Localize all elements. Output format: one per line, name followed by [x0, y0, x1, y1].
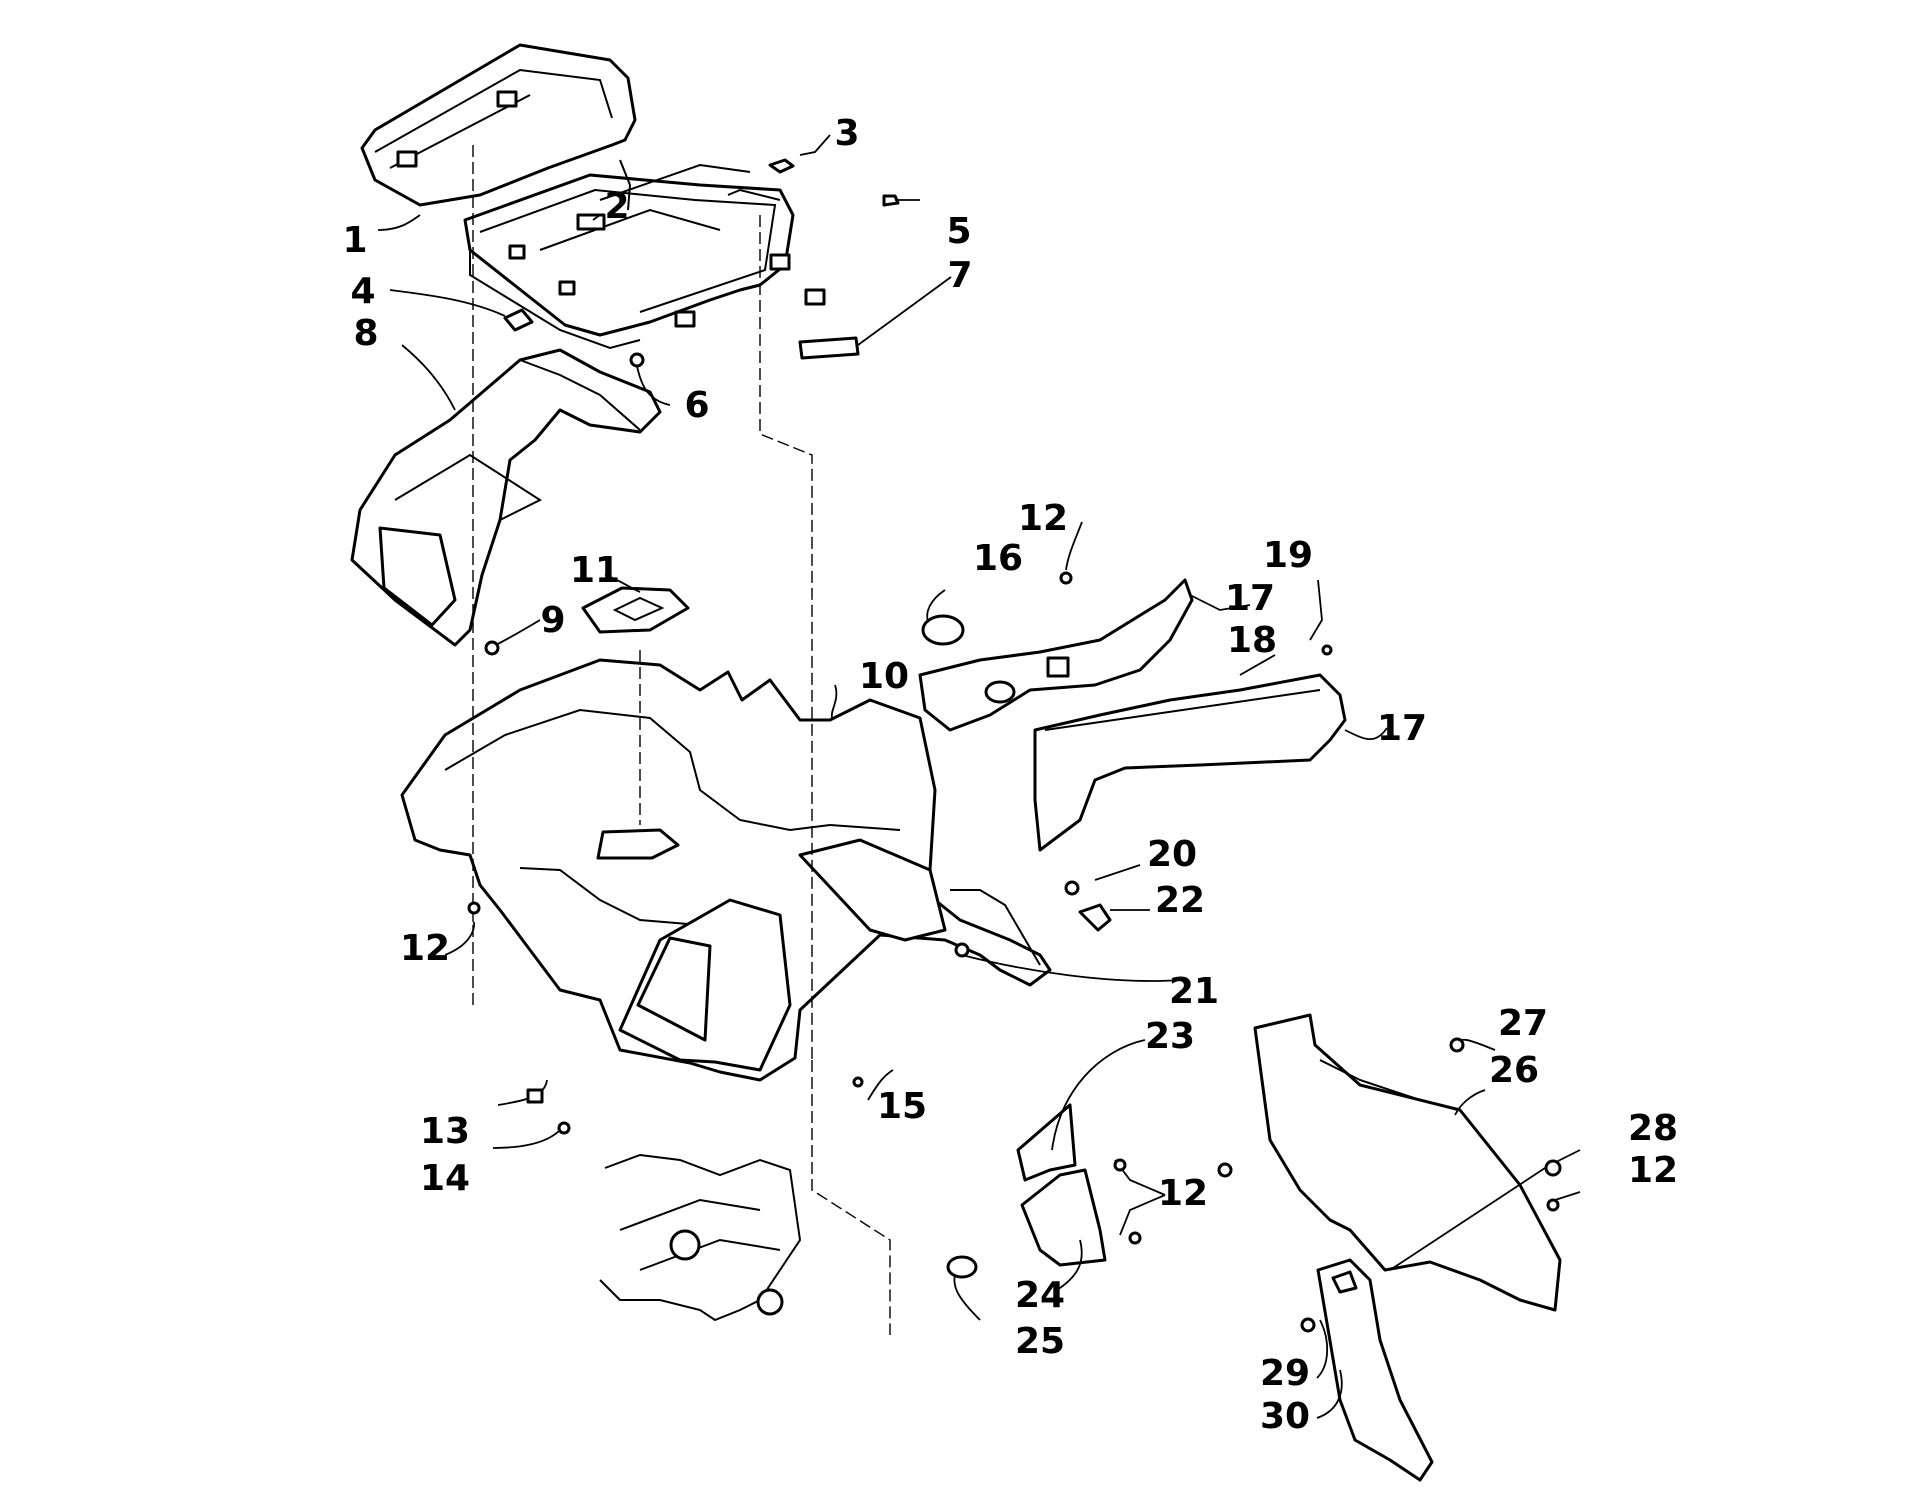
callout-30: 30 — [1260, 1396, 1310, 1437]
callout-2: 2 — [604, 186, 629, 227]
callout-12b: 12 — [1018, 498, 1068, 539]
label-decal — [576, 213, 606, 231]
ring-16 — [921, 614, 965, 646]
callout-21: 21 — [1169, 971, 1219, 1012]
callout-26: 26 — [1489, 1050, 1539, 1091]
callout-1: 1 — [342, 220, 367, 261]
rear-rack — [360, 43, 826, 350]
callout-17a: 17 — [1225, 578, 1275, 619]
callout-16: 16 — [973, 538, 1023, 579]
callout-28: 28 — [1628, 1108, 1678, 1149]
callout-5: 5 — [946, 211, 971, 252]
callout-23: 23 — [1145, 1016, 1195, 1057]
callout-12d: 12 — [1628, 1150, 1678, 1191]
fasteners — [467, 571, 1562, 1333]
callout-7: 7 — [947, 255, 972, 296]
callout-12c: 12 — [1158, 1173, 1208, 1214]
rear-fender-panel — [350, 348, 662, 647]
assembly-lines — [472, 145, 891, 1335]
callout-19: 19 — [1263, 535, 1313, 576]
spacer-4 — [503, 308, 534, 332]
mudflap-30 — [1316, 1258, 1434, 1482]
callout-3: 3 — [834, 113, 859, 154]
clip-25 — [946, 1255, 978, 1279]
callout-10: 10 — [859, 656, 909, 697]
callout-9: 9 — [540, 600, 565, 641]
callout-25: 25 — [1015, 1321, 1065, 1362]
nut-3 — [768, 158, 795, 174]
callout-11: 11 — [570, 550, 620, 591]
callout-labels: 1 2 3 4 5 6 7 8 9 10 11 12 12 13 14 15 1… — [342, 113, 1678, 1437]
frame-section — [599, 1153, 802, 1322]
bolt-6 — [629, 352, 645, 368]
bolt-5 — [882, 194, 900, 207]
callout-20: 20 — [1147, 834, 1197, 875]
callout-4: 4 — [350, 271, 375, 312]
callout-27: 27 — [1498, 1003, 1548, 1044]
callout-18: 18 — [1227, 620, 1277, 661]
bracket-23 — [1016, 1103, 1077, 1182]
callout-22: 22 — [1155, 880, 1205, 921]
callout-13: 13 — [420, 1111, 470, 1152]
callout-6: 6 — [684, 385, 709, 426]
callout-17b: 17 — [1377, 708, 1427, 749]
mudflap-26 — [1253, 1013, 1562, 1312]
storage-lid — [581, 586, 690, 634]
side-panel-lower — [1033, 673, 1347, 852]
callout-29: 29 — [1260, 1353, 1310, 1394]
side-panel-upper — [918, 578, 1194, 732]
bracket-24 — [1020, 1168, 1107, 1267]
callout-15: 15 — [877, 1086, 927, 1127]
leader-lines — [377, 134, 1581, 1419]
reflector-7 — [798, 336, 860, 360]
callout-12a: 12 — [400, 928, 450, 969]
rear-body-main — [400, 658, 1052, 1082]
rack-hardware — [503, 158, 900, 368]
callout-14: 14 — [420, 1158, 470, 1199]
callout-8: 8 — [353, 313, 378, 354]
callout-24: 24 — [1015, 1275, 1065, 1316]
